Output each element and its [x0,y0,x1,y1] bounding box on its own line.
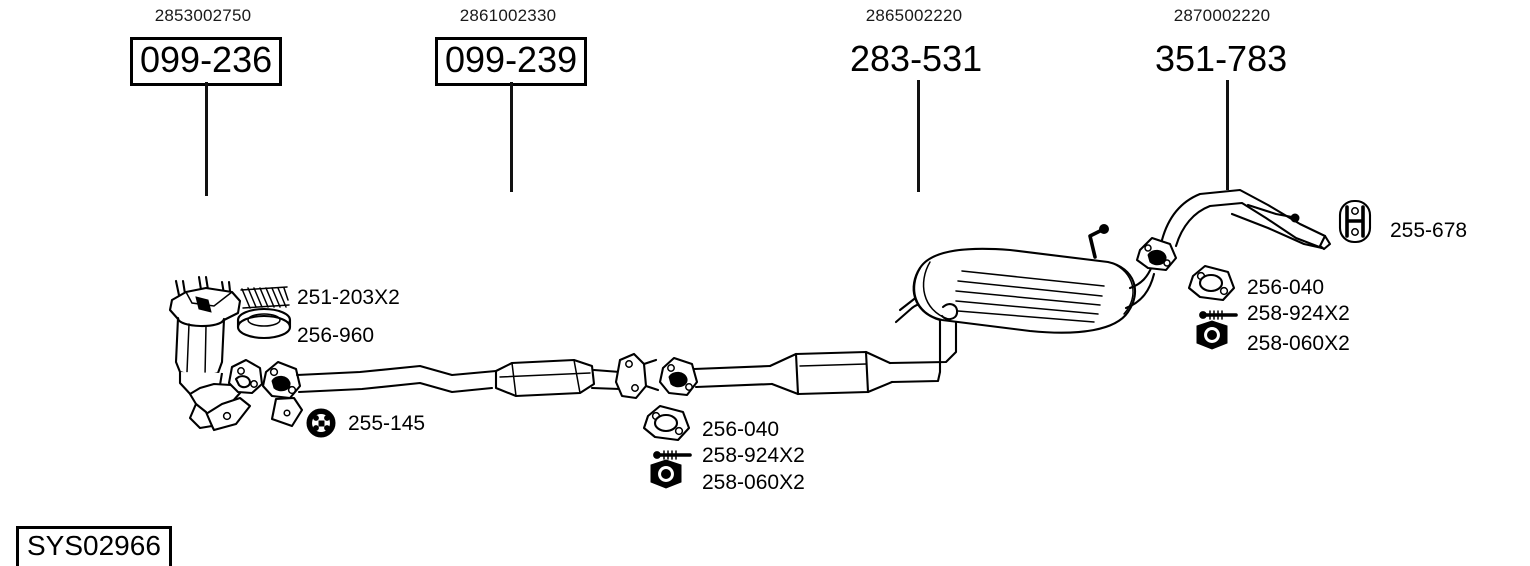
clamp-ring-icon-graphic [306,408,336,438]
oval-gasket-icon-right-graphic [1187,264,1236,302]
system-code-label: SYS02966 [16,526,172,566]
callout-256-960[interactable]: 256-960 [297,324,375,347]
oval-gasket-icon-centre-graphic [642,404,691,442]
catalytic-converter-graphic [168,275,264,432]
callout-256-040-centre[interactable]: 256-040 [702,418,780,441]
bolt-icon-right-graphic [1199,310,1238,320]
part-ref-4[interactable]: 351-783 [1155,38,1288,79]
callout-256-040-right[interactable]: 256-040 [1247,276,1325,299]
oem-number-2: 2861002330 [459,6,557,25]
callout-258-060X2-right[interactable]: 258-060X2 [1247,332,1350,355]
oem-number-1: 2853002750 [154,6,252,25]
callout-258-924X2-centre[interactable]: 258-924X2 [702,444,805,467]
ring-gasket-icon-graphic [236,307,292,340]
callout-255-678[interactable]: 255-678 [1390,219,1468,242]
callout-258-060X2-centre[interactable]: 258-060X2 [702,471,805,494]
leader-line-3 [917,80,920,192]
rubber-hanger-icon-graphic [1338,199,1372,244]
callout-255-145[interactable]: 255-145 [348,412,426,435]
spring-icon-graphic [240,286,290,309]
oem-number-3: 2865002220 [865,6,963,25]
front-pipe-graphic [261,352,660,428]
callout-258-924X2-right[interactable]: 258-924X2 [1247,302,1350,325]
nut-icon-centre-graphic [650,459,682,489]
leader-line-4 [1226,80,1229,190]
leader-line-2 [510,82,513,192]
nut-icon-right-graphic [1196,320,1228,350]
bolt-icon-centre-graphic [653,450,692,460]
rear-silencer-graphic [894,188,1332,334]
leader-line-1 [205,82,208,196]
callout-251-203X2[interactable]: 251-203X2 [297,286,400,309]
oem-number-4: 2870002220 [1173,6,1271,25]
centre-silencer-graphic [658,310,958,397]
part-ref-3[interactable]: 283-531 [850,38,983,79]
